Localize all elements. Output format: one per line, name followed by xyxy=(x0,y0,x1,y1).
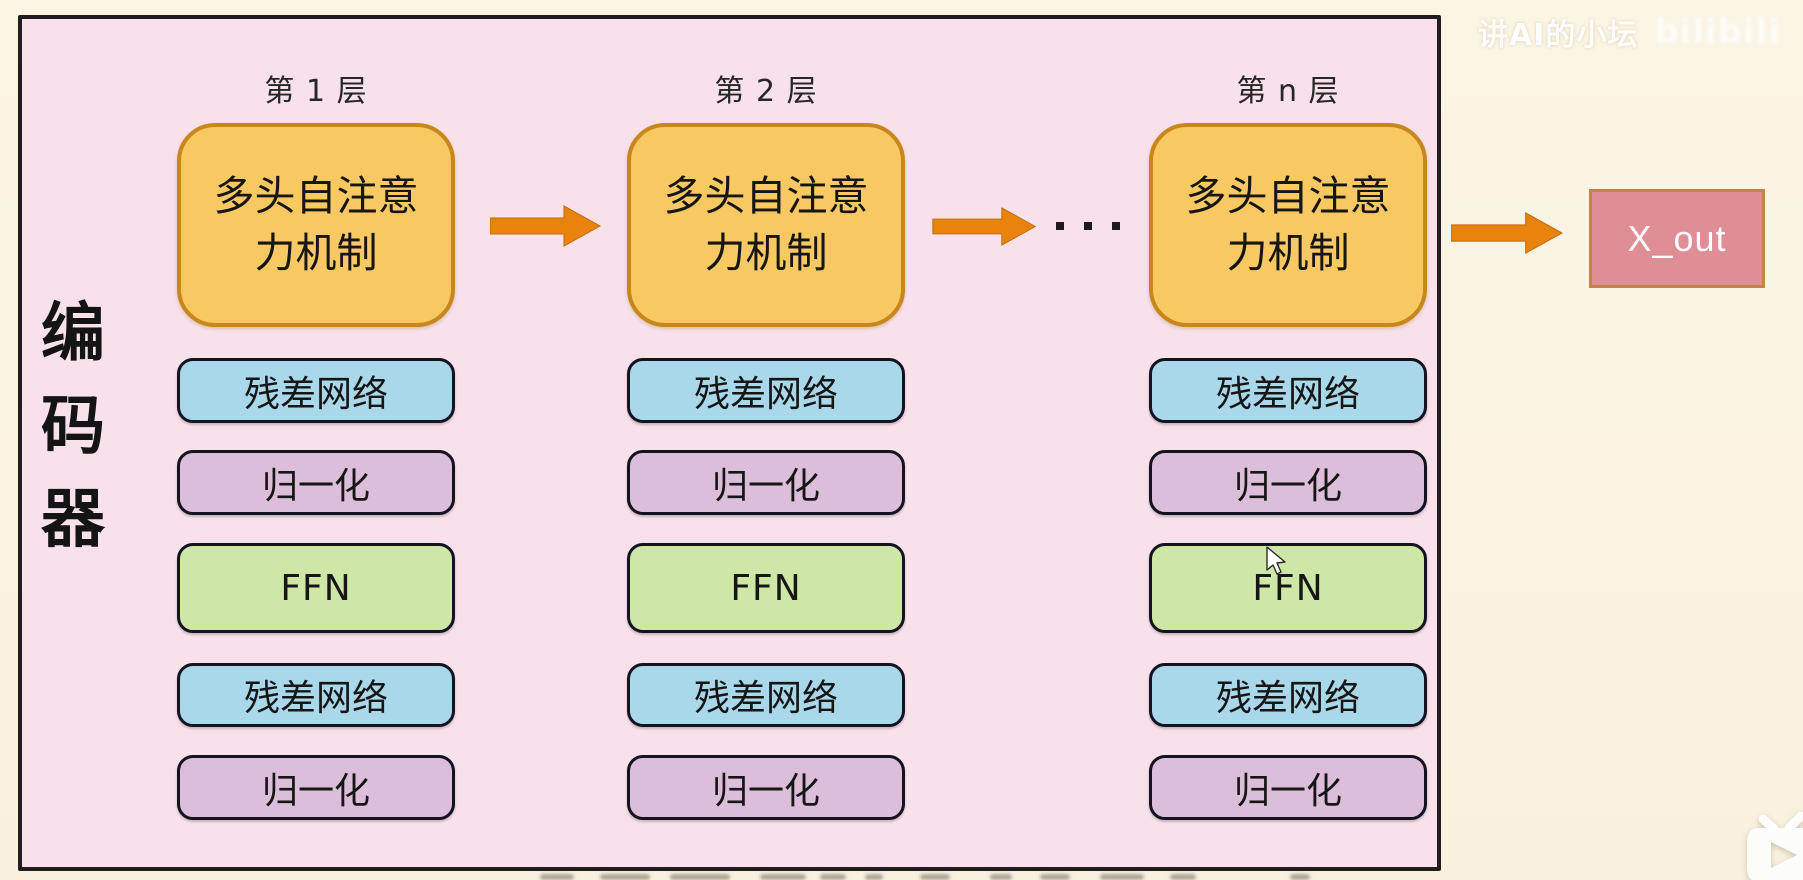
mouse-cursor-icon xyxy=(1266,546,1286,575)
layer-1-header: 第 1 层 xyxy=(264,74,368,109)
residual-box: 残差网络 xyxy=(177,358,455,423)
residual-box: 残差网络 xyxy=(1149,358,1427,423)
flow-arrow-icon xyxy=(932,207,1037,246)
attention-label-line1: 多头自注意 xyxy=(663,172,869,220)
encoder-layer-n-column: 第 n 层 多头自注意 力机制 残差网络 归一化 FFN 残差网络 归一化 xyxy=(1149,0,1427,880)
residual-box: 残差网络 xyxy=(627,663,905,727)
clipped-caption-strip xyxy=(520,873,1340,880)
attention-box: 多头自注意 力机制 xyxy=(1149,123,1427,327)
norm-box: 归一化 xyxy=(627,450,905,515)
attention-label-line2: 力机制 xyxy=(704,229,828,277)
encoder-layer-1-column: 第 1 层 多头自注意 力机制 残差网络 归一化 FFN 残差网络 归一化 xyxy=(177,0,455,880)
watermark: 讲AI的小坛 bilibili xyxy=(1478,12,1781,53)
encoder-layer-2-column: 第 2 层 多头自注意 力机制 残差网络 归一化 FFN 残差网络 归一化 xyxy=(627,0,905,880)
attention-label-line2: 力机制 xyxy=(254,229,378,277)
norm-box: 归一化 xyxy=(1149,450,1427,515)
attention-label-line2: 力机制 xyxy=(1226,229,1350,277)
residual-box: 残差网络 xyxy=(627,358,905,423)
layer-n-header: 第 n 层 xyxy=(1236,74,1340,109)
layer-2-header: 第 2 层 xyxy=(714,74,818,109)
norm-box: 归一化 xyxy=(1149,755,1427,820)
norm-box: 归一化 xyxy=(177,755,455,820)
flow-arrow-icon xyxy=(1451,211,1564,255)
residual-box: 残差网络 xyxy=(1149,663,1427,727)
output-box: X_out xyxy=(1589,189,1765,288)
ellipsis-dots xyxy=(1056,222,1122,231)
ffn-box: FFN xyxy=(627,543,905,633)
attention-box: 多头自注意 力机制 xyxy=(627,123,905,327)
ffn-box: FFN xyxy=(177,543,455,633)
flow-arrow-icon xyxy=(490,205,602,247)
watermark-channel-name: 讲AI的小坛 xyxy=(1478,18,1639,53)
residual-box: 残差网络 xyxy=(177,663,455,727)
norm-box: 归一化 xyxy=(177,450,455,515)
bilibili-wordmark: bilibili xyxy=(1654,12,1781,52)
attention-box: 多头自注意 力机制 xyxy=(177,123,455,327)
bilibili-tv-icon xyxy=(1747,812,1803,880)
encoder-label: 编码器 xyxy=(41,297,105,557)
ffn-box: FFN xyxy=(1149,543,1427,633)
attention-label-line1: 多头自注意 xyxy=(1185,172,1391,220)
norm-box: 归一化 xyxy=(627,755,905,820)
attention-label-line1: 多头自注意 xyxy=(213,172,419,220)
